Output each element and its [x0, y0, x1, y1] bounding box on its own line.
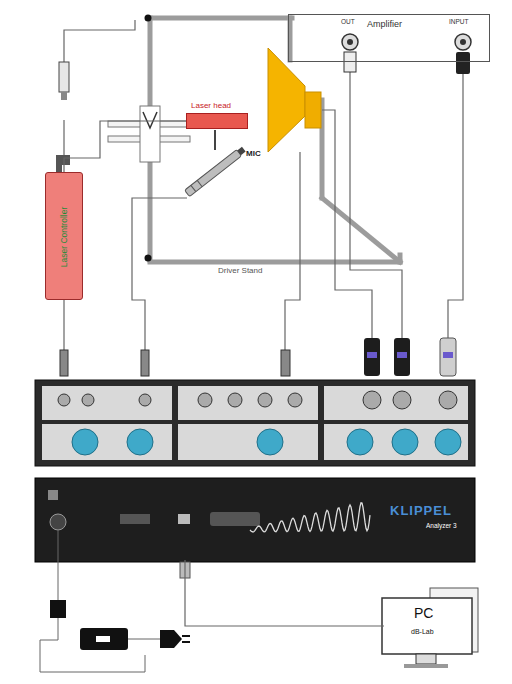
- part-name: Driver Stand: [218, 267, 262, 276]
- mic-holder: [214, 130, 216, 150]
- pc-monitor: PC dB-Lab: [384, 600, 470, 652]
- xlr-socket: [342, 34, 358, 50]
- cable-plug: [61, 92, 67, 100]
- amplifier-box: Amplifier OUT INPUT: [288, 14, 490, 62]
- frame-bolt: [145, 15, 152, 22]
- clamp-rods: [108, 106, 190, 162]
- device-title: PC: [414, 606, 433, 621]
- analyzer-panel: KLIPPEL Analyzer 3: [36, 480, 474, 560]
- cable-connector: [64, 121, 186, 172]
- device-title: Amplifier: [367, 20, 402, 30]
- xlr-socket: [347, 39, 353, 45]
- software-name: dB-Lab: [411, 628, 434, 636]
- speakon-socket: [460, 39, 466, 45]
- speakon-socket: [455, 34, 471, 50]
- connection-rack: [35, 380, 475, 466]
- analyzer-rack: [35, 478, 475, 562]
- xlr-plug: [344, 52, 356, 72]
- cable-connector: [185, 560, 384, 626]
- socket-label: OUT: [341, 18, 355, 25]
- speaker-cone: [268, 48, 305, 152]
- brand-name: KLIPPEL: [390, 504, 452, 518]
- model-name: Analyzer 3: [426, 522, 457, 529]
- pc-illustration: [382, 588, 478, 668]
- part-name: Laser head: [191, 102, 231, 111]
- speaker-magnet: [305, 92, 321, 128]
- device-title: Laser Controller: [60, 207, 69, 267]
- microphone: [185, 146, 247, 197]
- frame-bolt: [145, 255, 152, 262]
- speakon-plug: [456, 52, 470, 74]
- power-supply: [40, 530, 190, 672]
- part-name: MIC: [246, 150, 261, 159]
- cable-plug: [59, 62, 69, 92]
- laser-head: Laser head: [186, 113, 248, 129]
- socket-label: INPUT: [449, 18, 469, 25]
- laser-controller: Laser Controller: [45, 172, 83, 300]
- rack-plugs: [60, 338, 456, 376]
- cables: [64, 20, 463, 368]
